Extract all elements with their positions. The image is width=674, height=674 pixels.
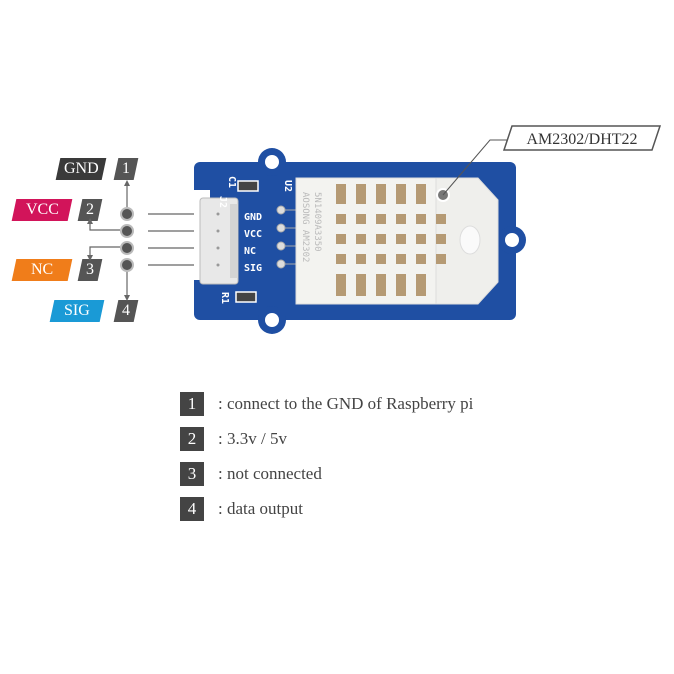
silk-u2: U2 (282, 180, 293, 192)
legend-text: : connect to the GND of Raspberry pi (218, 394, 474, 413)
pin-circle-1 (120, 207, 134, 221)
legend-row-1: 1 : connect to the GND of Raspberry pi (180, 391, 473, 417)
legend-number: 2 (180, 427, 204, 451)
silk-vcc: VCC (244, 229, 262, 240)
callout-box (502, 125, 662, 151)
silk-gnd: GND (244, 212, 262, 223)
wire-pin3 (89, 246, 120, 257)
legend-text: : not connected (218, 464, 322, 483)
callout-text: AM2302/DHT22 (526, 131, 637, 148)
legend-row-3: 3 : not connected (180, 461, 322, 487)
pin-circle-4 (120, 258, 134, 272)
pin-circle-3 (120, 241, 134, 255)
legend-number: 1 (180, 392, 204, 416)
callout-leader (442, 139, 508, 196)
legend-text: : data output (218, 499, 303, 518)
sensor-marking-1: AOSONG AM2302 (300, 192, 310, 262)
resistor-r1 (235, 291, 257, 303)
legend-text: : 3.3v / 5v (218, 429, 287, 448)
legend-number: 3 (180, 462, 204, 486)
grove-connector (199, 197, 239, 285)
sensor-marking-2: 5N1409A3350 (312, 192, 322, 252)
silk-j2: J2 (217, 196, 228, 208)
legend-row-2: 2 : 3.3v / 5v (180, 426, 287, 452)
silk-c1: C1 (226, 176, 237, 188)
silk-r1: R1 (219, 292, 230, 304)
pin-circle-2 (120, 224, 134, 238)
silk-sig: SIG (244, 263, 262, 274)
legend-row-4: 4 : data output (180, 496, 303, 522)
silk-nc: NC (244, 246, 256, 257)
dht22-sensor: AOSONG AM2302 5N1409A3350 (295, 177, 499, 305)
capacitor-c1 (237, 180, 259, 192)
pin-circles (120, 207, 134, 272)
wire-pin2 (89, 223, 120, 231)
legend-number: 4 (180, 497, 204, 521)
